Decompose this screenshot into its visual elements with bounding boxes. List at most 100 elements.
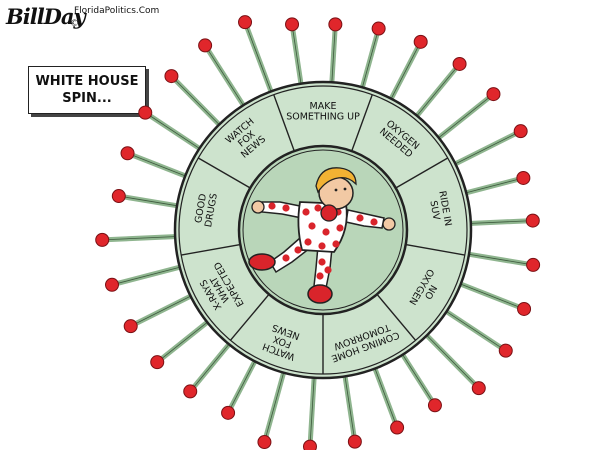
- virus-spikes: [95, 15, 541, 450]
- virus-spike-outline: [425, 333, 480, 389]
- pajama-dot: [356, 214, 364, 222]
- virus-spike-outline: [401, 352, 436, 406]
- spike-bulb: [111, 189, 126, 204]
- spike-bulb: [413, 34, 428, 49]
- segment-divider: [405, 243, 465, 256]
- segment-divider: [229, 293, 270, 341]
- pajama-dot: [302, 208, 310, 216]
- spike-bulb: [285, 17, 300, 32]
- spike-bulb: [164, 69, 179, 84]
- virus-spike-outline: [331, 24, 336, 85]
- pajama-dot: [282, 204, 290, 212]
- spike-bulb: [516, 170, 531, 185]
- spike-bulb: [486, 87, 501, 102]
- segment-label: SOMETHING UP: [286, 111, 360, 122]
- figure-hand-left: [251, 200, 265, 214]
- pajama-dot: [294, 246, 302, 254]
- virus-spike-outline: [118, 195, 180, 207]
- virus-spike-outline: [171, 75, 221, 127]
- virus-spike-outline: [309, 375, 315, 447]
- figure-eye: [334, 188, 338, 192]
- segment-divider: [376, 293, 417, 341]
- virus-spike-outline: [291, 24, 302, 86]
- virus-spike-outline: [468, 220, 533, 224]
- virus-spike-outline: [361, 28, 380, 90]
- pajama-dot: [308, 222, 316, 230]
- spike-bulb: [221, 405, 236, 420]
- pajama-dot: [316, 272, 324, 280]
- pajama-dot: [268, 202, 276, 210]
- spike-bulb: [390, 420, 405, 435]
- segment-divider: [197, 157, 251, 189]
- segment-divider: [395, 157, 449, 189]
- segment-divider: [181, 243, 241, 256]
- spike-bulb: [452, 56, 467, 71]
- spike-bulb: [513, 124, 528, 139]
- slipper-left: [248, 253, 276, 271]
- virus-spike-outline: [204, 45, 245, 108]
- virus-spike-outline: [227, 359, 257, 414]
- spike-bulb: [95, 232, 110, 247]
- virus-spike-outline: [444, 310, 506, 352]
- slipper-right: [307, 284, 333, 304]
- caption-box: WHITE HOUSE SPIN...: [28, 66, 146, 114]
- segment-divider: [351, 94, 373, 152]
- spike-bulb: [427, 398, 442, 413]
- pajama-dot: [318, 242, 326, 250]
- pajama-dot: [282, 254, 290, 262]
- pajama-dot: [304, 238, 312, 246]
- pajama-dot: [332, 240, 340, 248]
- virus-spike-outline: [373, 366, 398, 428]
- caption-line-2: SPIN...: [62, 91, 112, 106]
- spike-bulb: [238, 15, 253, 30]
- virus-spike-outline: [111, 266, 182, 286]
- figure-eye: [343, 187, 347, 191]
- spike-bulb: [138, 105, 153, 120]
- spike-bulb: [471, 381, 486, 396]
- wheel-center-inner-line: [242, 149, 404, 311]
- copyright-mark: ©: [70, 19, 79, 29]
- segment-label: GOOD: [193, 193, 209, 224]
- virus-spike-outline: [415, 63, 460, 118]
- spike-bulb: [302, 439, 317, 450]
- pajama-dot: [322, 228, 330, 236]
- pajama-dot: [314, 204, 322, 212]
- spike-bulb: [525, 213, 540, 228]
- segment-divider: [273, 94, 295, 152]
- figure-hand-right: [382, 217, 396, 231]
- caption-line-1: WHITE HOUSE: [35, 74, 139, 89]
- figure-hair: [315, 167, 357, 194]
- spike-bulb: [328, 17, 343, 32]
- spike-bulb: [526, 257, 541, 272]
- pajama-dot: [324, 266, 332, 274]
- virus-spike-outline: [466, 253, 534, 266]
- figure-mouth: [320, 204, 338, 222]
- virus-spike-outline: [453, 130, 521, 166]
- spike-bulb: [150, 355, 165, 370]
- publisher-credit: FloridaPolitics.Com: [74, 6, 160, 16]
- segment-label: SUV: [427, 200, 441, 222]
- virus-spike-outline: [189, 342, 231, 392]
- pajama-dot: [318, 258, 326, 266]
- spike-bulb: [198, 38, 213, 53]
- virus-spike-outline: [389, 41, 422, 101]
- spike-bulb: [371, 21, 386, 36]
- pajama-figure: [248, 167, 396, 304]
- virus-spike-outline: [130, 294, 193, 327]
- pajama-dot: [336, 224, 344, 232]
- spike-bulb: [120, 146, 135, 161]
- virus-spike-outline: [464, 177, 524, 194]
- virus-spike-outline: [264, 370, 285, 443]
- virus-spike-outline: [458, 282, 525, 310]
- spike-bulb: [183, 384, 198, 399]
- virus-spike-outline: [436, 93, 494, 140]
- virus-spike-outline: [244, 22, 273, 94]
- spike-bulb: [257, 435, 272, 450]
- virus-spike-outline: [156, 320, 210, 363]
- virus-spike-outline: [145, 112, 202, 150]
- spike-bulb: [105, 277, 120, 292]
